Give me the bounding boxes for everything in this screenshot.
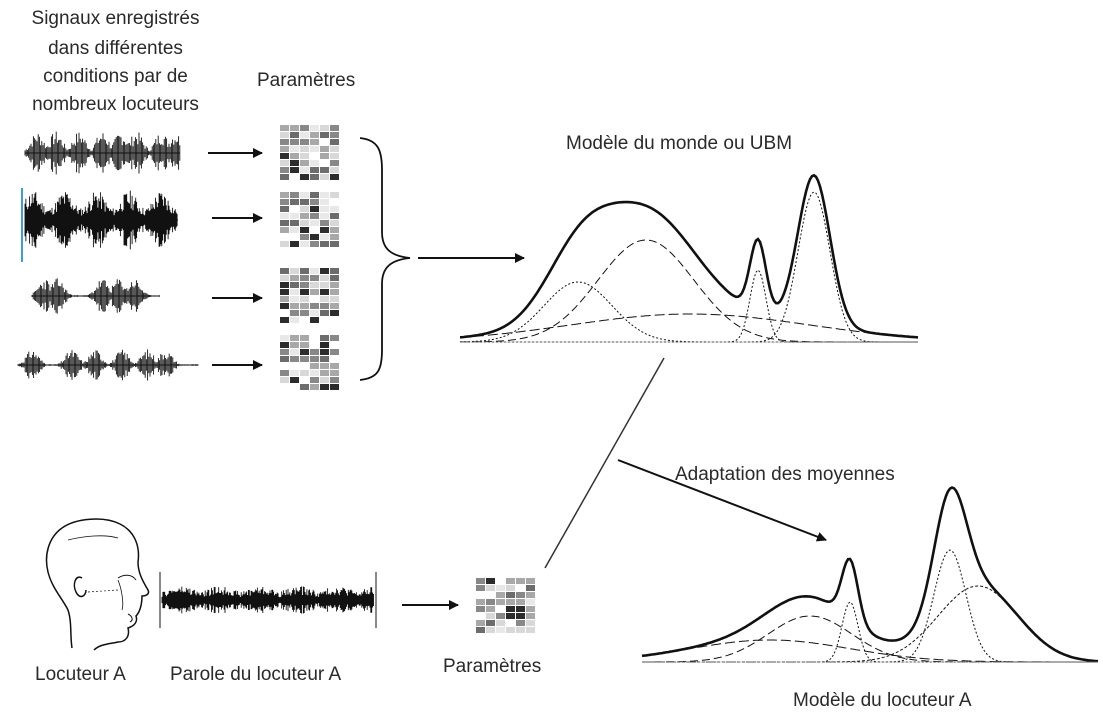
ubm-model-curve [459, 173, 919, 343]
parameters-label-top: Paramètres [257, 70, 356, 91]
signals-title-line-2: dans différentes [48, 38, 183, 59]
signals-title-line-1: Signaux enregistrés [31, 8, 200, 29]
speaker-model-curve [641, 486, 1099, 663]
ubm-label: Modèle du monde ou UBM [566, 133, 793, 154]
waveform-icon [31, 278, 160, 314]
head-profile-icon [45, 518, 150, 651]
speech-label: Parole du locuteur A [170, 664, 342, 685]
adaptation-arrow [617, 459, 827, 542]
feature-matrix-icon [280, 125, 339, 180]
adaptation-label: Adaptation des moyennes [675, 464, 895, 485]
waveform-icon [17, 349, 199, 381]
parameters-label-bottom: Paramètres [443, 656, 542, 677]
speaker-model-label: Modèle du locuteur A [793, 690, 972, 711]
waveform-icon [24, 190, 178, 250]
waveform-icon [161, 586, 374, 614]
connector-line [544, 357, 665, 569]
curly-brace-icon [359, 137, 411, 381]
signals-title-line-4: nombreux locuteurs [32, 94, 199, 115]
feature-matrix-icon [476, 578, 535, 633]
waveform-icon [24, 131, 181, 175]
feature-matrix-icon [280, 192, 339, 247]
feature-matrix-icon [280, 335, 339, 390]
feature-matrix-icon [280, 268, 339, 323]
speaker-label: Locuteur A [35, 664, 126, 685]
signals-title-line-3: conditions par de [43, 66, 188, 87]
